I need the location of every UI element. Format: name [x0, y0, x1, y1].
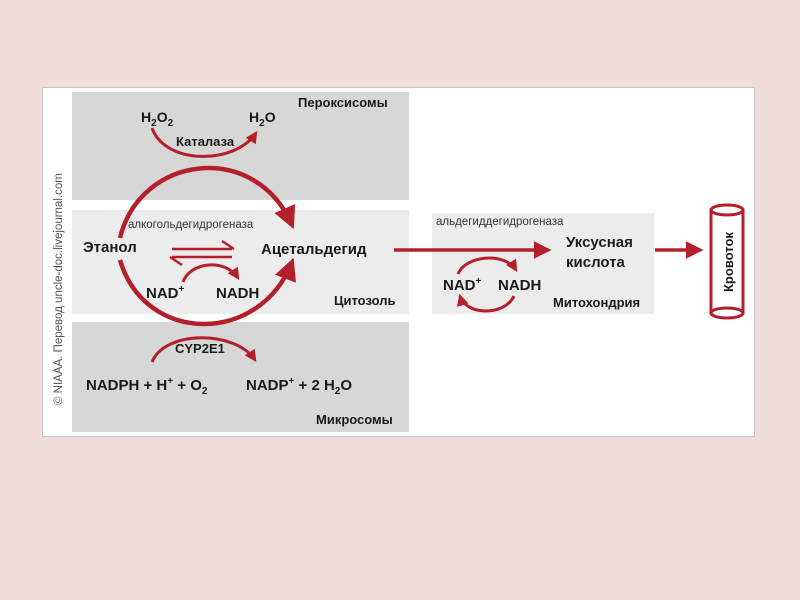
acetic-acid-line1: Уксусная — [566, 234, 633, 251]
mito-nadh-label: NADH — [498, 277, 541, 294]
microsome-region — [72, 322, 409, 432]
cytosol-nadh-label: NADH — [216, 285, 259, 302]
mito-nad-label: NAD+ — [443, 276, 482, 294]
cyp2e1-cofactor-arrow — [150, 336, 257, 363]
ethanol-label: Этанол — [83, 239, 137, 256]
cyp2e1-label: CYP2E1 — [175, 341, 225, 356]
h2o-label: H2O — [249, 109, 276, 129]
microsome-right-equation: NADP+ + 2 H2O — [246, 376, 352, 397]
mito-nad-arrow-top — [456, 256, 518, 275]
catalase-cycle-arrow — [117, 165, 296, 239]
catalase-label: Каталаза — [176, 134, 235, 149]
acetaldehyde-label: Ацетальдегид — [261, 241, 367, 258]
cytosol-nad-arrow — [181, 263, 240, 283]
h2o2-label: H2O2 — [141, 109, 174, 129]
catalase-cofactor-arrow — [150, 127, 258, 158]
cytosol-region — [72, 210, 409, 314]
microsome-left-equation: NADPH + H+ + O2 — [86, 376, 208, 397]
aldh-enzyme-label: альдегиддегидрогеназа — [436, 216, 564, 228]
reverse-half-arrow-head — [169, 255, 183, 267]
mitochondria-title: Митохондрия — [553, 295, 640, 310]
forward-half-arrow-head — [221, 239, 235, 251]
cyp2e1-cycle-arrow — [117, 257, 296, 327]
bloodstream-label: Кровоток — [721, 232, 736, 292]
microsome-title: Микросомы — [316, 412, 393, 427]
credit-text: © NIAAA. Перевод uncle-doc.livejournal.c… — [53, 173, 65, 405]
peroxisome-title: Пероксисомы — [298, 95, 388, 110]
bloodstream-cylinder — [709, 203, 745, 320]
cytosol-title: Цитозоль — [334, 293, 395, 308]
acetic-acid-line2: кислота — [566, 254, 626, 271]
mito-nad-arrow-bottom — [457, 293, 516, 313]
cytosol-nad-label: NAD+ — [146, 284, 185, 302]
adh-enzyme-label: алкогольдегидрогеназа — [128, 219, 254, 231]
